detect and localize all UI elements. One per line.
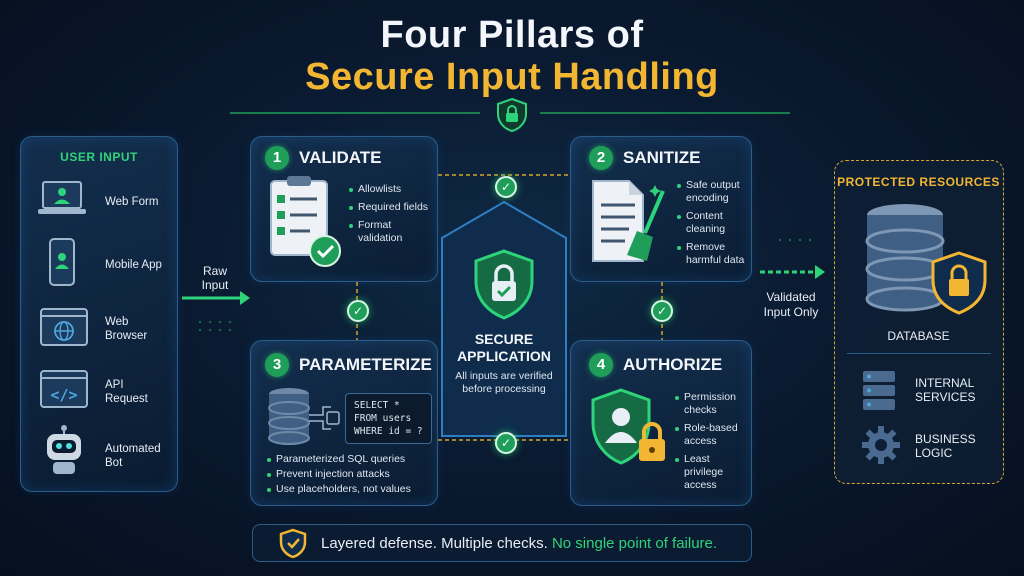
source-label: Mobile App — [105, 259, 162, 271]
source-label: Web Browser — [105, 316, 148, 342]
pillar-title: VALIDATE — [299, 148, 382, 167]
pillar-number: 2 — [589, 146, 613, 170]
bullet-item: Allowlists — [349, 183, 433, 196]
center-title: SECURE APPLICATION — [457, 331, 551, 364]
bullet-item: Content cleaning — [677, 210, 753, 236]
server-icon — [863, 371, 895, 410]
user-input-panel: USER INPUT Web Form Mobile App Web Brows… — [20, 136, 178, 492]
protected-item-label: INTERNAL SERVICES — [915, 376, 976, 404]
bullet-item: Permission checks — [675, 391, 751, 417]
check-icon: ✓ — [651, 300, 673, 322]
divider — [847, 353, 991, 354]
bullet-item: Required fields — [349, 201, 433, 214]
shield-lock-icon — [497, 97, 527, 133]
pillar-title: PARAMETERIZE — [299, 355, 432, 374]
bullet-item: Use placeholders, not values — [267, 483, 437, 495]
center-subtitle: All inputs are verified before processin… — [455, 370, 553, 395]
page-title-line2: Secure Input Handling — [305, 56, 719, 98]
raw-input-label: Raw Input — [201, 264, 229, 292]
sql-code-block: SELECT * FROM users WHERE id = ? — [345, 393, 432, 444]
database-label: DATABASE — [887, 329, 950, 343]
protected-item-label: BUSINESS LOGIC — [915, 432, 976, 460]
bullet-item: Role-based access — [675, 422, 751, 448]
pillar-bullets: Safe output encoding Content cleaning Re… — [677, 179, 753, 272]
user-input-heading: USER INPUT — [60, 150, 138, 164]
pillar-bullets: Permission checks Role-based access Leas… — [675, 391, 751, 497]
robot-icon — [47, 425, 81, 474]
source-label: Web Form — [105, 196, 159, 208]
bullet-item: Least privilege access — [675, 453, 751, 492]
gear-icon — [862, 426, 900, 464]
shield-check-icon — [279, 528, 307, 558]
bullet-item: Prevent injection attacks — [267, 468, 437, 480]
pillar-number: 4 — [589, 353, 613, 377]
pillar-bullets: Allowlists Required fields Format valida… — [349, 183, 433, 250]
footer-main: Layered defense. Multiple checks. — [321, 535, 548, 552]
shield-lock-icon — [474, 249, 534, 320]
footer-highlight: No single point of failure. — [551, 535, 718, 552]
svg-text:</>: </> — [50, 386, 77, 404]
pillar-number: 1 — [265, 146, 289, 170]
mobile-icon — [49, 238, 75, 286]
pillar-authorize: 4 AUTHORIZE Permission checks Role-based… — [570, 340, 752, 506]
pillar-title: AUTHORIZE — [623, 355, 723, 374]
database-icon — [865, 204, 987, 315]
browser-globe-icon — [40, 308, 88, 346]
pillar-bullets: Parameterized SQL queries Prevent inject… — [267, 453, 437, 498]
bullet-item: Format validation — [349, 219, 433, 245]
user-shield-lock-icon — [591, 388, 665, 465]
code-window-icon: </> — [40, 370, 88, 408]
protected-heading: PROTECTED RESOURCES — [837, 175, 1000, 189]
database-icon — [268, 388, 340, 445]
pillar-title: SANITIZE — [623, 148, 701, 167]
checklist-icon — [270, 176, 341, 267]
footer-text: Layered defense. Multiple checks. No sin… — [321, 535, 717, 552]
pillar-sanitize: 2 SANITIZE Safe output encoding Content … — [570, 136, 752, 282]
laptop-icon — [38, 181, 86, 214]
source-label: Automated Bot — [105, 443, 161, 469]
footer-banner: Layered defense. Multiple checks. No sin… — [252, 524, 752, 562]
bullet-item: Safe output encoding — [677, 179, 753, 205]
pillar-validate: 1 VALIDATE Allowlists Required fields Fo… — [250, 136, 438, 282]
pillar-number: 3 — [265, 353, 289, 377]
check-icon: ✓ — [495, 432, 517, 454]
validated-input-label: Validated Input Only — [763, 290, 819, 319]
bullet-item: Remove harmful data — [677, 241, 753, 267]
check-icon: ✓ — [347, 300, 369, 322]
document-broom-icon — [592, 180, 665, 262]
source-label: API Request — [105, 379, 148, 405]
protected-resources-panel: PROTECTED RESOURCES DATABASE INTERNAL SE… — [834, 160, 1004, 484]
pillar-parameterize: 3 PARAMETERIZE SELECT * FROM users WHERE… — [250, 340, 438, 506]
check-icon: ✓ — [495, 176, 517, 198]
bullet-item: Parameterized SQL queries — [267, 453, 437, 465]
page-title-line1: Four Pillars of — [380, 14, 644, 56]
